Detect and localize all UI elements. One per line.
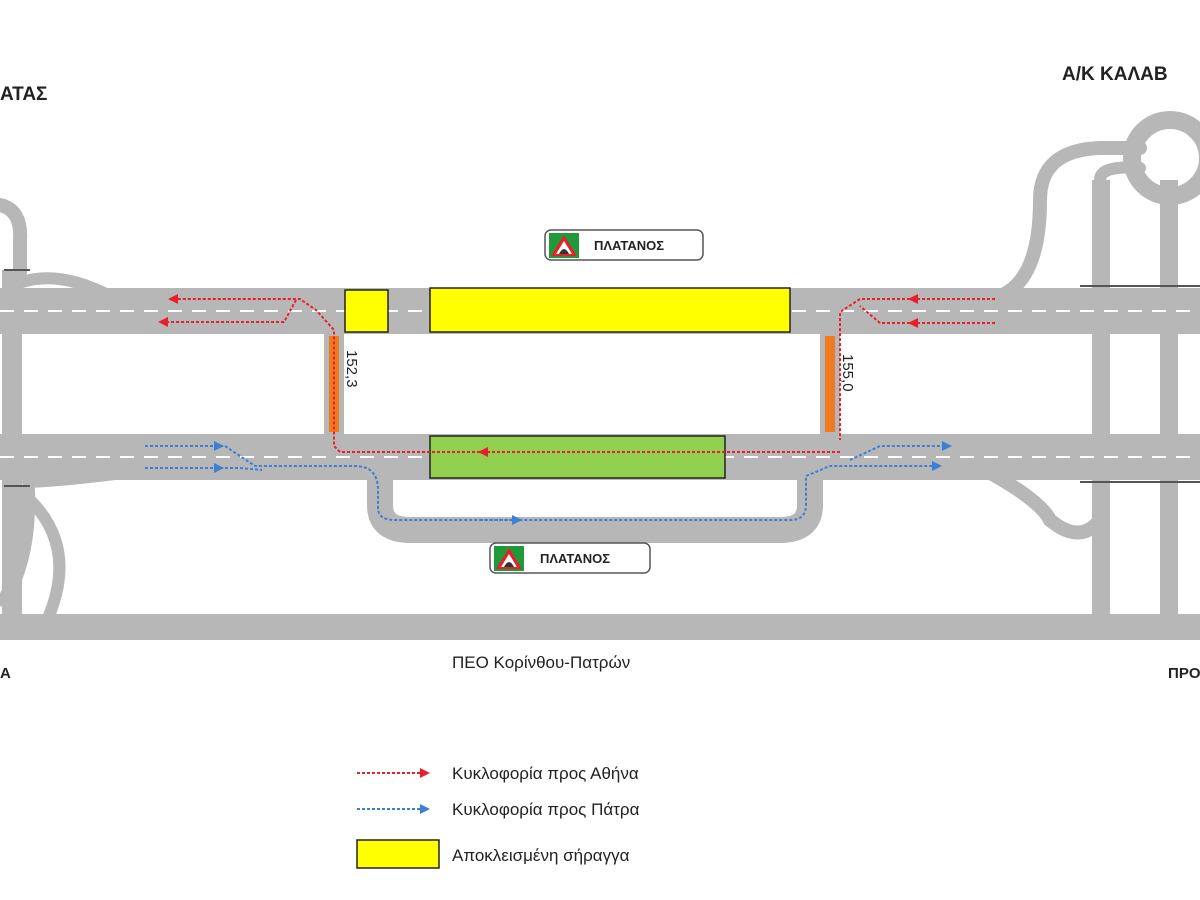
crossover-right-mark — [825, 336, 835, 432]
roundabout — [1123, 111, 1200, 205]
legend-label-closed-tunnel: Αποκλεισμένη σήραγγα — [452, 846, 630, 865]
right-upper-ramp — [993, 141, 1147, 303]
legend-item-patra: Κυκλοφορία προς Πάτρα — [357, 800, 640, 819]
tunnel-warning-icon — [549, 233, 579, 258]
legend-label-athens: Κυκλοφορία προς Αθήνα — [452, 764, 639, 783]
chainage-right: 155,0 — [839, 354, 856, 392]
old-national-road-label: ΠΕΟ Κορίνθου-Πατρών — [452, 653, 630, 672]
patra-traffic — [145, 441, 952, 525]
legend-item-athens: Κυκλοφορία προς Αθήνα — [357, 764, 639, 783]
old-national-road — [0, 614, 1200, 640]
right-interchange-label: Α/Κ ΚΑΛΑΒ — [1062, 64, 1168, 85]
athens-path-left-2 — [158, 299, 297, 327]
legend-swatch-closed-tunnel — [356, 839, 440, 869]
right-upper-ramp-2 — [1094, 161, 1146, 186]
legend: Κυκλοφορία προς Αθήνα Κυκλοφορία προς Πά… — [356, 764, 640, 869]
left-lower-loop — [24, 494, 66, 631]
left-upper-loop — [0, 198, 28, 279]
closed-tunnel-small — [344, 289, 389, 333]
patra-path-left-2 — [145, 467, 263, 471]
legend-label-patra: Κυκλοφορία προς Πάτρα — [452, 800, 640, 819]
right-vertical-road-a — [1092, 180, 1110, 630]
tunnel-sign-upper-label: ΠΛΑΤΑΝΟΣ — [594, 238, 664, 253]
tunnel-sign-upper: ΠΛΑΤΑΝΟΣ — [544, 229, 704, 261]
patra-path-left-1 — [145, 445, 942, 521]
open-tunnel-lower — [429, 435, 726, 479]
tunnel-sign-lower: ΠΛΑΤΑΝΟΣ — [489, 542, 651, 574]
right-vertical-road-b — [1160, 180, 1178, 630]
bypass-loop — [367, 459, 823, 543]
tunnel-warning-icon — [494, 546, 524, 571]
left-interchange-label: ΑΤΑΣ — [0, 84, 47, 105]
left-edge-label: Α — [0, 665, 11, 682]
legend-item-closed-tunnel: Αποκλεισμένη σήραγγα — [356, 839, 630, 869]
right-lower-ramp — [978, 463, 1107, 540]
athens-path-through — [168, 294, 840, 453]
closed-tunnel-main — [429, 287, 791, 333]
right-edge-label: ΠΡΟ — [1168, 665, 1200, 682]
athens-traffic — [158, 294, 995, 457]
patra-path-right-2 — [849, 441, 952, 461]
chainage-left: 152,3 — [343, 350, 360, 388]
tunnel-sign-lower-label: ΠΛΑΤΑΝΟΣ — [540, 551, 610, 566]
